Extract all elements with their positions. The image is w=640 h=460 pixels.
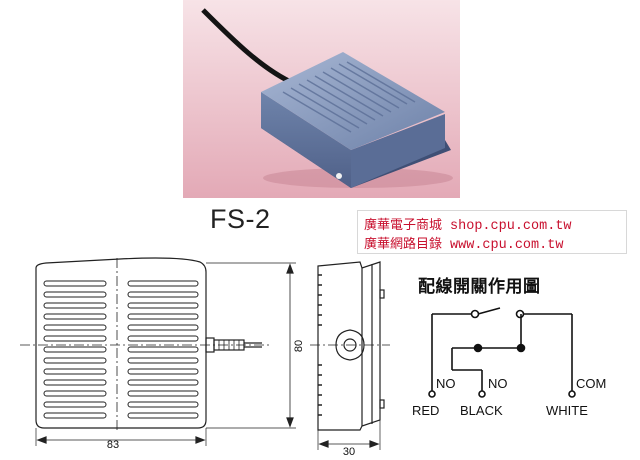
- banner-catalog-name: 廣華網路目錄: [364, 237, 443, 252]
- screw: [336, 173, 342, 179]
- terminal-black-wire: BLACK: [460, 403, 503, 418]
- height-dimension: 80: [293, 340, 305, 352]
- side-view: [310, 261, 390, 450]
- technical-drawing: 83 80 30: [20, 257, 606, 458]
- cable: [201, 8, 297, 87]
- model-label: FS-2: [210, 204, 271, 234]
- terminal-white-contact: COM: [576, 376, 606, 391]
- banner-catalog-url[interactable]: www.cpu.com.tw: [450, 238, 564, 253]
- wiring-diagram-title: 配線開關作用圖: [418, 277, 541, 297]
- foot-switch-photo: [183, 0, 460, 198]
- shop-banner[interactable]: 廣華電子商城 shop.cpu.com.tw 廣華網路目錄 www.cpu.com.…: [357, 210, 627, 254]
- terminal-white-wire: WHITE: [546, 403, 588, 418]
- banner-shop-name: 廣華電子商城: [364, 218, 443, 233]
- depth-dimension: 30: [343, 446, 355, 458]
- top-view: [20, 257, 296, 446]
- terminal-black-contact: NO: [488, 376, 508, 391]
- terminal-red-wire: RED: [412, 403, 439, 418]
- terminal-red-contact: NO: [436, 376, 456, 391]
- banner-shop-url[interactable]: shop.cpu.com.tw: [450, 219, 572, 234]
- product-photo: [183, 0, 460, 198]
- banner-line-shop[interactable]: 廣華電子商城 shop.cpu.com.tw: [364, 214, 572, 234]
- wiring-diagram: [428, 307, 576, 398]
- banner-line-catalog[interactable]: 廣華網路目錄 www.cpu.com.tw: [364, 233, 563, 253]
- width-dimension: 83: [107, 439, 119, 451]
